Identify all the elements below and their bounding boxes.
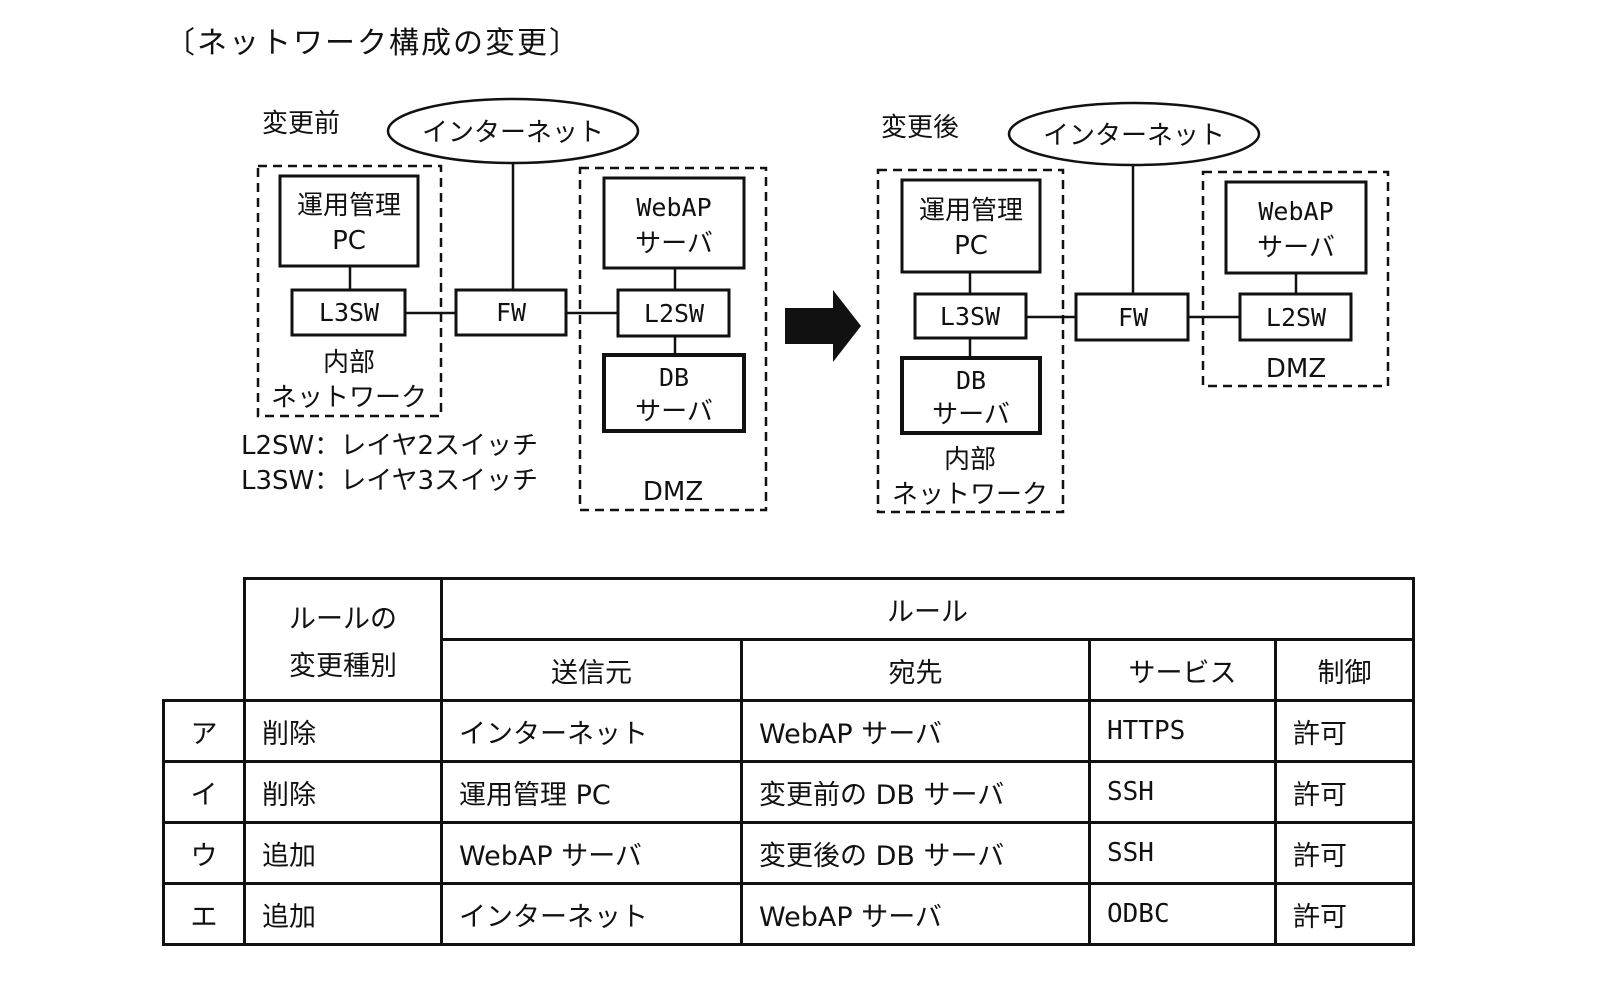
- before-l2sw-label: L2SW: [644, 299, 705, 328]
- before-l2sw-box: [616, 288, 731, 338]
- after-mgmt-pc-box: [900, 178, 1042, 274]
- after-webap-line1: WebAP: [1258, 197, 1333, 226]
- before-internet-label: インターネット: [422, 118, 604, 148]
- after-l3sw-box: [913, 292, 1028, 340]
- table-row: イ 削除 運用管理 PC 変更前の DB サーバ SSH 許可: [162, 760, 1415, 824]
- after-dmz-zone: [1201, 170, 1390, 388]
- control-cell: 許可: [1274, 699, 1415, 763]
- change-type: 削除: [243, 760, 443, 824]
- after-mgmt-pc-line1: 運用管理: [919, 196, 1023, 226]
- type-header-line2: 変更種別: [289, 650, 397, 682]
- before-db-line1: DB: [659, 363, 689, 392]
- before-mgmt-pc-box: [278, 174, 420, 268]
- control-cell: 許可: [1274, 760, 1415, 824]
- corner-cell: [163, 578, 246, 702]
- destination-cell: WebAP サーバ: [740, 699, 1091, 763]
- legend-l3sw: L3SW：レイヤ3スイッチ: [241, 466, 538, 496]
- after-internal-label-1: 内部: [944, 445, 996, 475]
- source-cell: インターネット: [440, 699, 743, 763]
- after-fw-label: FW: [1118, 303, 1149, 332]
- after-db-line1: DB: [956, 366, 986, 395]
- change-type: 追加: [243, 821, 443, 885]
- before-heading: 変更前: [262, 109, 340, 139]
- after-internal-label-2: ネットワーク: [892, 480, 1048, 510]
- before-internal-label-2: ネットワーク: [271, 383, 427, 413]
- service-cell: HTTPS: [1088, 699, 1277, 763]
- before-dmz-zone: [578, 166, 768, 512]
- before-fw-label: FW: [496, 298, 527, 327]
- column-header: 制御: [1274, 638, 1415, 702]
- destination-cell: 変更後の DB サーバ: [740, 821, 1091, 885]
- source-cell: 運用管理 PC: [440, 760, 743, 824]
- control-cell: 許可: [1274, 882, 1415, 946]
- after-internal-zone: [876, 168, 1065, 514]
- source-cell: WebAP サーバ: [440, 821, 743, 885]
- before-diagram: 変更前 インターネット 運用管理 PC L3SW FW L2SW WebAP サ…: [241, 97, 768, 512]
- after-db-box: [900, 356, 1042, 435]
- before-db-line2: サーバ: [635, 397, 713, 427]
- before-webap-line1: WebAP: [636, 193, 711, 222]
- after-heading: 変更後: [881, 113, 959, 143]
- after-l2sw-box: [1238, 292, 1353, 342]
- after-l3sw-label: L3SW: [940, 302, 1001, 331]
- legend-l2sw: L2SW：レイヤ2スイッチ: [241, 431, 538, 461]
- service-cell: ODBC: [1088, 882, 1277, 946]
- page-title: 〔ネットワーク構成の変更〕: [165, 26, 581, 61]
- after-webap-line2: サーバ: [1257, 233, 1335, 263]
- service-cell: SSH: [1088, 821, 1277, 885]
- after-dmz-label: DMZ: [1266, 354, 1326, 384]
- service-cell: SSH: [1088, 760, 1277, 824]
- row-label: イ: [162, 760, 246, 824]
- after-internet-label: インターネット: [1043, 121, 1225, 151]
- before-l3sw-label: L3SW: [319, 298, 380, 327]
- type-header: ルールの 変更種別: [243, 577, 443, 702]
- destination-cell: WebAP サーバ: [740, 882, 1091, 946]
- rule-table: ルールの 変更種別 ルール 送信元 宛先 サービス 制御 ア 削除 インターネッ…: [162, 577, 1415, 946]
- change-arrow-icon: [785, 290, 861, 362]
- after-fw-box: [1074, 292, 1190, 342]
- row-label: ウ: [162, 821, 246, 885]
- type-header-line1: ルールの: [289, 603, 397, 635]
- row-label: エ: [162, 882, 246, 946]
- control-cell: 許可: [1274, 821, 1415, 885]
- change-type: 追加: [243, 882, 443, 946]
- before-dmz-label: DMZ: [643, 477, 703, 507]
- column-header: サービス: [1088, 638, 1277, 702]
- after-l2sw-label: L2SW: [1266, 303, 1327, 332]
- source-cell: インターネット: [440, 882, 743, 946]
- table-row: ウ 追加 WebAP サーバ 変更後の DB サーバ SSH 許可: [162, 821, 1415, 885]
- before-l3sw-box: [290, 288, 407, 337]
- network-diagram: 変更前 インターネット 運用管理 PC L3SW FW L2SW WebAP サ…: [241, 97, 1390, 514]
- before-mgmt-pc-line2: PC: [332, 226, 366, 256]
- change-type: 削除: [243, 699, 443, 763]
- before-fw-box: [454, 288, 568, 337]
- before-internal-zone: [256, 164, 443, 418]
- table-row: エ 追加 インターネット WebAP サーバ ODBC 許可: [162, 882, 1415, 946]
- row-label: ア: [162, 699, 246, 763]
- before-webap-box: [602, 176, 746, 270]
- destination-cell: 変更前の DB サーバ: [740, 760, 1091, 824]
- before-mgmt-pc-line1: 運用管理: [297, 191, 401, 221]
- after-mgmt-pc-line2: PC: [954, 231, 988, 261]
- before-webap-line2: サーバ: [635, 229, 713, 259]
- after-db-line2: サーバ: [932, 400, 1010, 430]
- rule-header: ルール: [440, 577, 1415, 641]
- after-diagram: 変更後 インターネット 運用管理 PC L3SW DB サーバ FW L2SW …: [876, 101, 1390, 514]
- before-internal-label-1: 内部: [323, 348, 375, 378]
- after-webap-box: [1224, 180, 1368, 275]
- table-row: ア 削除 インターネット WebAP サーバ HTTPS 許可: [162, 699, 1415, 763]
- column-header: 送信元: [440, 638, 743, 702]
- column-header: 宛先: [740, 638, 1091, 702]
- before-db-box: [602, 353, 746, 433]
